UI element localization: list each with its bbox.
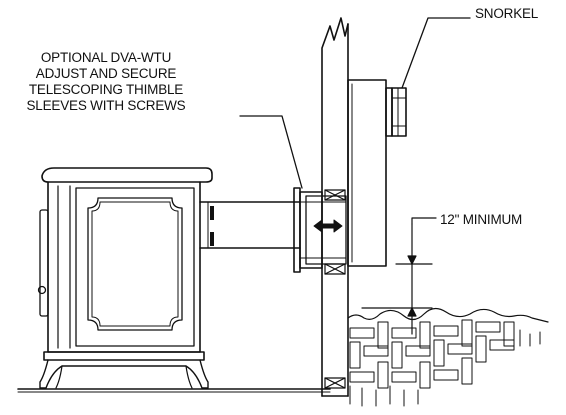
- thimble-note: OPTIONAL DVA-WTU ADJUST AND SECURE TELES…: [6, 50, 206, 114]
- stove: [37, 168, 213, 388]
- exterior-wall: [322, 18, 348, 396]
- snorkel-label: SNORKEL: [475, 6, 539, 21]
- wall-firestop-marks: [325, 190, 345, 388]
- clearance-dimension: [362, 218, 436, 334]
- thimble-note-line-4: SLEEVES WITH SCREWS: [26, 98, 186, 113]
- telescoping-arrow-icon: [314, 220, 342, 232]
- snorkel-leader: [402, 18, 470, 88]
- note-leader: [240, 116, 302, 188]
- ground-brick: [348, 308, 548, 406]
- thimble-note-line-2: ADJUST AND SECURE: [35, 66, 177, 81]
- thimble-note-line-1: OPTIONAL DVA-WTU: [40, 50, 172, 65]
- clearance-label: 12" MINIMUM: [440, 212, 523, 227]
- wall-thimble: [240, 116, 346, 272]
- termination-cap: [348, 18, 470, 266]
- floor: [18, 389, 330, 392]
- minimum-leader: [412, 218, 436, 224]
- vent-pipe: [200, 202, 300, 248]
- thimble-note-line-3: TELESCOPING THIMBLE: [28, 82, 184, 97]
